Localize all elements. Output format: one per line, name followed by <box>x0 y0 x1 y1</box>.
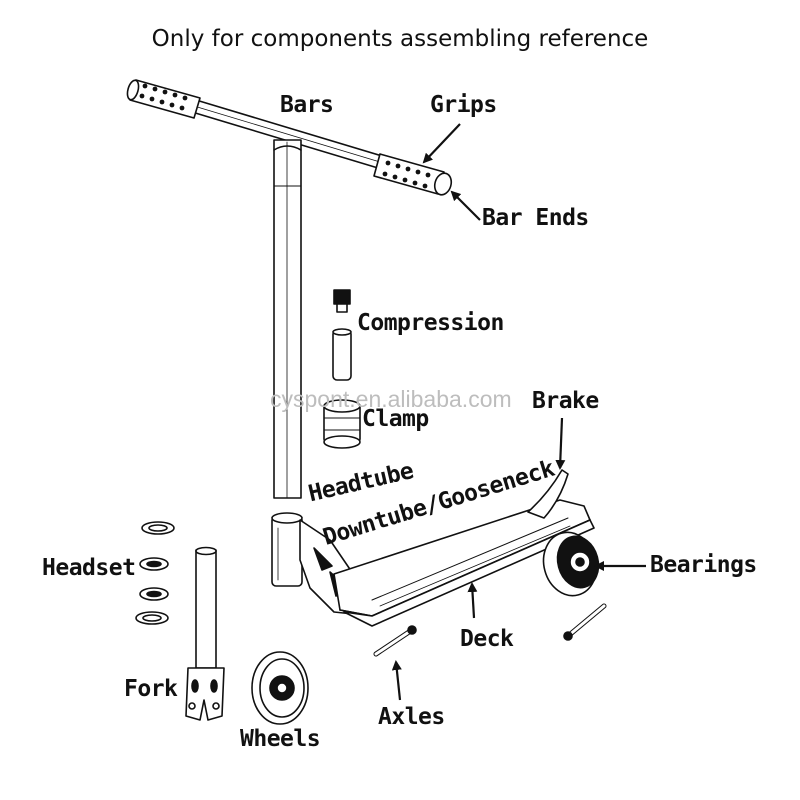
label-fork: Fork <box>124 676 178 702</box>
arrow-axles <box>391 660 402 701</box>
label-wheels: Wheels <box>240 726 321 752</box>
bars-part <box>191 99 383 499</box>
arrow-brake <box>555 417 566 470</box>
fork-part <box>185 546 225 721</box>
label-brake: Brake <box>532 388 599 414</box>
left-grip <box>126 79 201 119</box>
arrow-deck <box>467 582 478 619</box>
headtube-part <box>271 512 303 587</box>
compression-part <box>332 289 352 381</box>
diagram-title: Only for components assembling reference <box>151 26 649 52</box>
bar-end-cap <box>433 172 453 196</box>
right-grip <box>373 153 453 196</box>
arrow-grips <box>422 123 461 164</box>
watermark: cyspont.en.alibaba.com <box>270 386 512 412</box>
axles-part <box>373 603 607 657</box>
pointer-arrows <box>391 123 646 701</box>
label-bars: Bars <box>280 92 334 118</box>
brake-part <box>527 469 569 519</box>
label-bearings: Bearings <box>650 552 757 578</box>
label-compression: Compression <box>357 310 504 336</box>
clamp-part <box>323 399 361 449</box>
label-bar-ends: Bar Ends <box>482 205 589 231</box>
label-clamp: Clamp <box>362 406 429 432</box>
headset-part <box>135 521 175 625</box>
label-grips: Grips <box>430 92 497 118</box>
deck-part <box>333 499 595 627</box>
arrow-bar-ends <box>450 190 481 221</box>
front-wheel <box>251 651 309 725</box>
label-deck: Deck <box>460 626 514 652</box>
rear-wheel <box>542 531 600 597</box>
label-headset: Headset <box>42 555 136 581</box>
label-axles: Axles <box>378 704 445 730</box>
